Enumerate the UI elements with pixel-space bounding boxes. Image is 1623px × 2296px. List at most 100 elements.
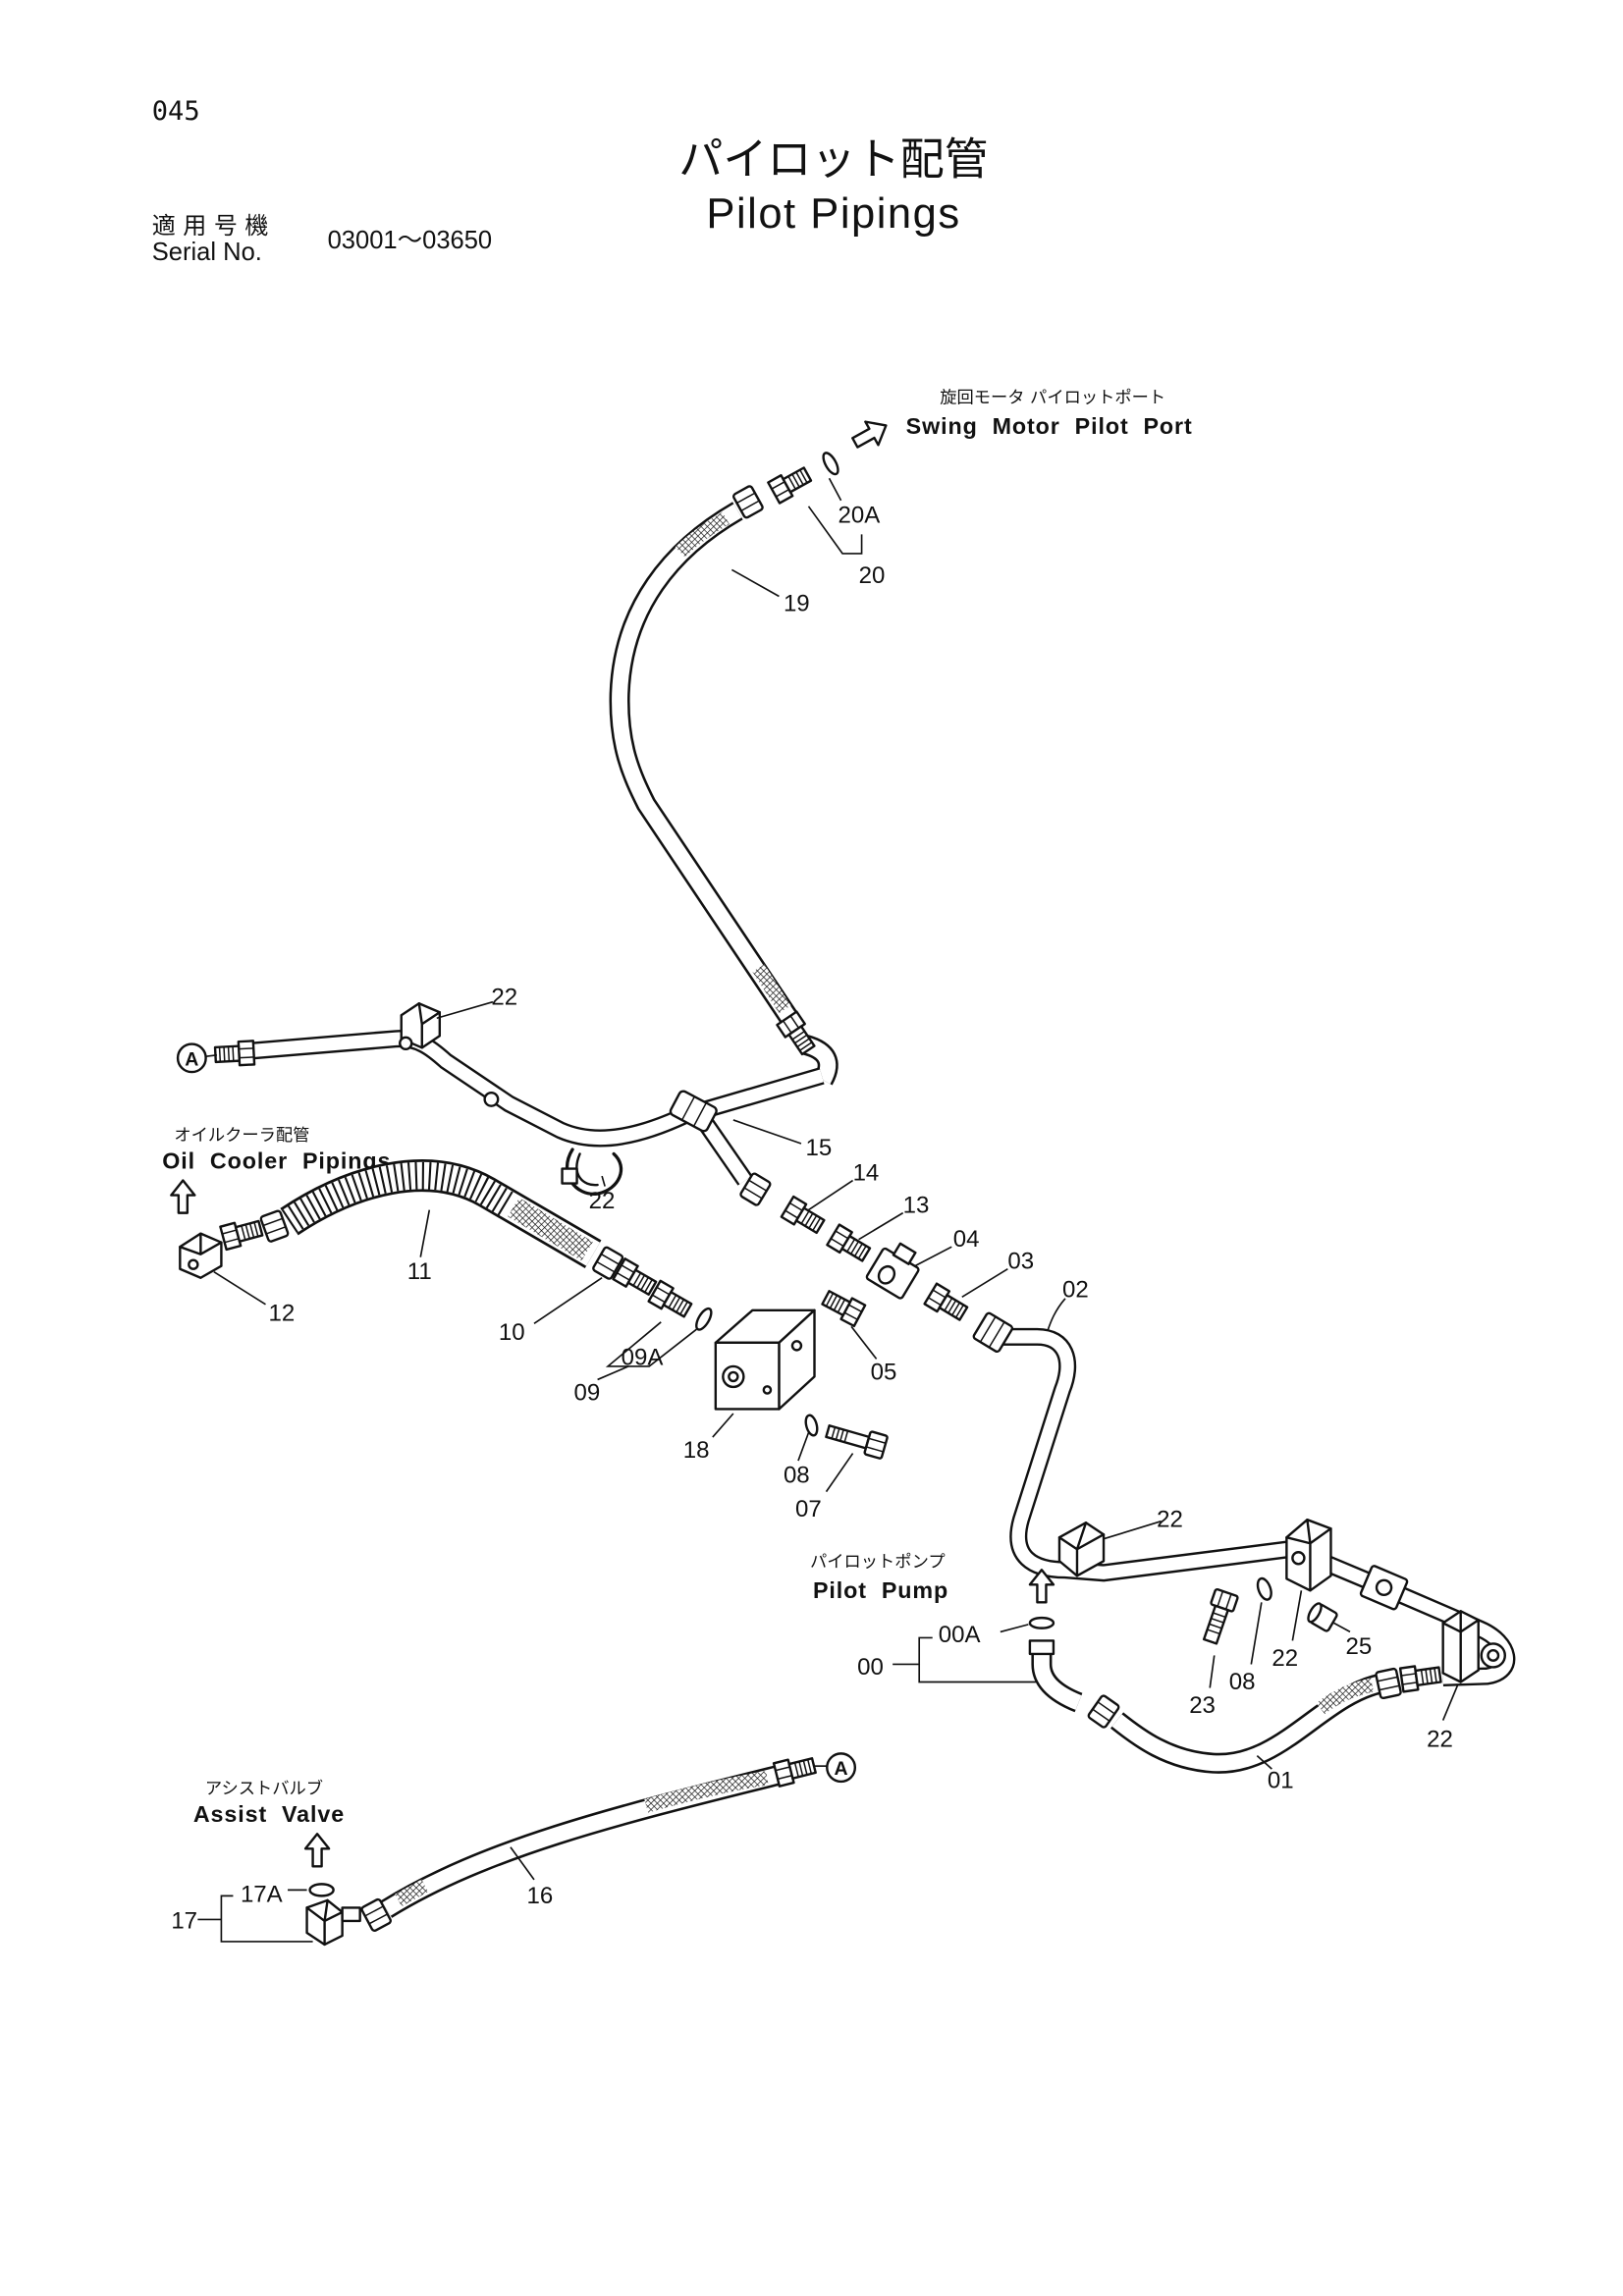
hose-11: [280, 1159, 602, 1268]
serial-range: 03001～03650: [328, 227, 493, 254]
pipe-connector-a-to-tee: [252, 1030, 695, 1148]
callout-22: 22: [1271, 1645, 1298, 1672]
fitting-09: [647, 1279, 695, 1322]
oil-cooler-label-jp: オイルクーラ配管: [174, 1126, 309, 1146]
connector-ref-a-left: A: [176, 1042, 218, 1074]
callout-00a: 00A: [939, 1622, 981, 1648]
fitting-20: [767, 462, 815, 505]
fitting-13: [826, 1223, 874, 1266]
callout-17: 17: [171, 1907, 197, 1934]
bolt-07: [825, 1424, 889, 1460]
pilot-pump-label-en: Pilot Pump: [813, 1577, 948, 1603]
pilot-pump-label-jp: パイロットポンプ: [810, 1552, 946, 1572]
swing-motor-label-en: Swing Motor Pilot Port: [906, 413, 1193, 439]
serial-label-jp: 適用号機: [152, 212, 276, 240]
bolt-23: [1202, 1587, 1239, 1645]
hose-16-fitting: [772, 1752, 818, 1788]
fitting-05: [819, 1286, 867, 1328]
page-title-en: Pilot Pipings: [706, 190, 960, 238]
tee-right: [1359, 1565, 1409, 1611]
callout-19: 19: [784, 591, 810, 617]
hose-19: [609, 502, 801, 1029]
page-title-jp: パイロット配管: [678, 133, 989, 186]
callout-15: 15: [805, 1135, 832, 1161]
fitting-12-adapter: [219, 1215, 265, 1252]
clamp-22-loop: [561, 1148, 623, 1196]
assist-valve-label-jp: アシストバルブ: [205, 1779, 323, 1799]
callout-16: 16: [526, 1883, 553, 1909]
callout-12: 12: [268, 1300, 295, 1326]
block-18: [714, 1308, 816, 1411]
callout-08: 08: [1229, 1669, 1256, 1695]
elbow-12: [179, 1232, 223, 1279]
pipe-02-nut: [972, 1311, 1014, 1354]
assist-valve-label-en: Assist Valve: [193, 1801, 345, 1827]
callout-14: 14: [853, 1160, 880, 1187]
callout-20: 20: [859, 562, 886, 589]
pipe-right-loop: [1324, 1555, 1516, 1686]
elbow-00: [1028, 1639, 1083, 1713]
clamp-22-bracket: [1285, 1518, 1332, 1592]
callout-22: 22: [1157, 1507, 1183, 1533]
pipe-15: [702, 1067, 825, 1119]
washer-08: [804, 1414, 819, 1437]
o-ring-00a: [1028, 1616, 1055, 1629]
clamp-22-right: [1441, 1610, 1480, 1683]
hose-01-nut-right: [1374, 1667, 1403, 1700]
oil-cooler-arrow-icon: [170, 1179, 196, 1214]
o-ring-20a: [819, 449, 842, 478]
callout-22: 22: [589, 1188, 616, 1214]
callout-02: 02: [1062, 1276, 1089, 1303]
callout-05: 05: [871, 1359, 897, 1385]
o-ring-17a: [308, 1883, 335, 1897]
callout-09: 09: [574, 1379, 601, 1406]
callout-01: 01: [1268, 1768, 1294, 1794]
callout-08: 08: [784, 1463, 810, 1489]
page-number: 045: [152, 96, 200, 127]
fitting-03: [923, 1282, 971, 1325]
fitting-connector-a-left: [213, 1040, 256, 1068]
assist-valve-arrow-icon: [303, 1833, 331, 1868]
connector-ref-a-left-label: A: [185, 1048, 198, 1070]
hose-01: [1109, 1673, 1384, 1774]
callout-13: 13: [903, 1193, 930, 1219]
hose-11-nut-left: [258, 1208, 291, 1244]
elbow-right-end: [1480, 1642, 1506, 1669]
connector-ref-a-right-label: A: [835, 1758, 848, 1780]
swing-motor-arrow-icon: [847, 412, 894, 455]
callout-22: 22: [1427, 1727, 1453, 1753]
tee-union: [669, 1090, 718, 1133]
serial-label-en: Serial No.: [152, 239, 262, 266]
callout-22: 22: [491, 985, 517, 1011]
callout-17a: 17A: [241, 1881, 283, 1907]
oil-cooler-label-en: Oil Cooler Pipings: [162, 1148, 391, 1174]
callout-09a: 09A: [622, 1344, 664, 1370]
pipe-union-hole: [483, 1091, 500, 1107]
tee-04: [865, 1242, 920, 1300]
callout-03: 03: [1007, 1249, 1034, 1275]
plug-25: [1307, 1602, 1338, 1632]
callout-10: 10: [499, 1319, 525, 1346]
callout-04: 04: [953, 1226, 980, 1253]
callout-11: 11: [407, 1258, 432, 1285]
pipe-tee-to-fittings: [694, 1113, 753, 1186]
o-ring-09a: [692, 1305, 716, 1334]
swing-motor-label-jp: 旋回モータ パイロットポート: [940, 389, 1165, 408]
callout-23: 23: [1189, 1692, 1216, 1719]
pipe-02: [1002, 1327, 1291, 1582]
callout-25: 25: [1345, 1633, 1372, 1660]
callout-07: 07: [795, 1496, 822, 1522]
callout-00: 00: [857, 1654, 884, 1681]
leader-lines: [197, 477, 1459, 1943]
callout-20a: 20A: [839, 502, 881, 528]
elbow-17: [305, 1898, 361, 1947]
clamp-22-top-left: [399, 1002, 442, 1051]
clamp-22-pipe-02: [1057, 1521, 1106, 1577]
hose-16: [381, 1764, 782, 1918]
connector-ref-a-right: A: [814, 1752, 857, 1784]
washer-08-right: [1256, 1576, 1272, 1601]
callout-labels: 20A 20 19 22 15 14 22 13 04 03 02 11 12 …: [171, 502, 1453, 1934]
callout-18: 18: [683, 1437, 710, 1464]
hose-01-fitting: [1398, 1661, 1443, 1693]
